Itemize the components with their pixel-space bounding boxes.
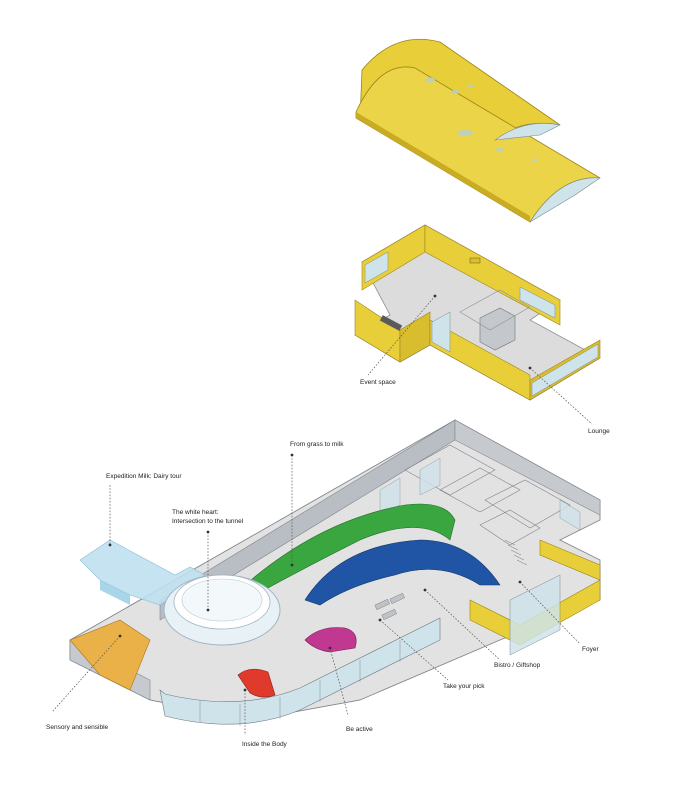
label-foyer: Foyer (582, 646, 599, 653)
upper-core-box (479, 307, 516, 351)
roof-glazing-front (529, 177, 601, 223)
leader-foyer (519, 581, 581, 645)
upper-floor (354, 224, 601, 401)
label-expedition-milk: Expedition Milk: Dairy tour (106, 473, 182, 480)
ground-front-glazing (159, 617, 441, 725)
orange-sensory-room (69, 619, 151, 691)
red-pod-inside-body (237, 668, 276, 698)
label-event-space: Event space (360, 379, 396, 386)
white-heart-ring (163, 574, 281, 646)
leader-lines (51, 295, 593, 735)
roof-glazing-rear (493, 123, 561, 141)
label-bistro: Bistro / Giftshop (494, 662, 541, 669)
leader-lounge (529, 367, 593, 425)
leader-sensory (51, 635, 121, 713)
label-white-heart-1: The white heart: (172, 509, 219, 516)
roof-level (355, 38, 601, 223)
leader-take-pick (379, 619, 449, 681)
magenta-pod-be-active (304, 627, 357, 653)
label-white-heart-2: Intersection to the tunnel (172, 518, 244, 525)
leader-dots (108, 294, 532, 692)
bistro-furniture (374, 592, 405, 620)
green-wall-grass-to-milk (244, 503, 456, 596)
leader-bistro (424, 589, 501, 661)
label-lounge: Lounge (588, 428, 610, 435)
label-from-grass-to-milk: From grass to milk (290, 441, 344, 448)
leader-event-space (367, 295, 436, 376)
blue-dome (304, 539, 501, 606)
leader-be-active (329, 647, 349, 716)
label-be-active: Be active (346, 726, 373, 733)
label-sensory: Sensory and sensible (46, 724, 109, 731)
label-inside-body: Inside the Body (242, 741, 287, 748)
label-take-your-pick: Take your pick (443, 683, 485, 690)
